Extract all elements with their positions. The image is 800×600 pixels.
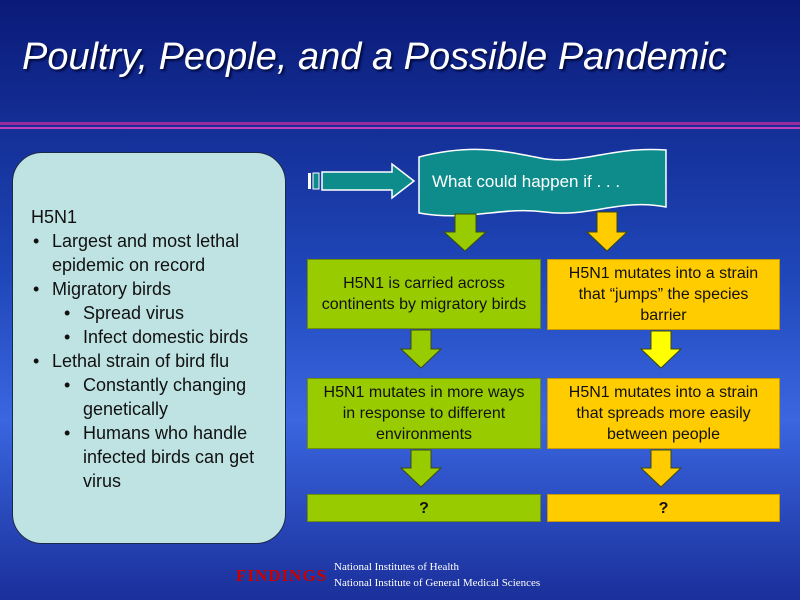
slide-title: Poultry, People, and a Possible Pandemic <box>22 36 727 78</box>
flow-box-yellow-1: H5N1 mutates into a strain that “jumps” … <box>547 259 780 330</box>
footer-line-1: National Institutes of Health <box>334 561 459 573</box>
h5n1-facts-panel: H5N1 Largest and most lethal epidemic on… <box>12 152 286 544</box>
down-arrow-icon <box>442 213 488 252</box>
banner-flag-shape <box>418 148 667 217</box>
down-arrow-icon <box>585 211 629 252</box>
down-arrow-icon <box>639 449 683 488</box>
panel-heading: H5N1 <box>31 207 78 227</box>
fact-item: Lethal strain of bird flu <box>31 349 285 373</box>
down-arrow-icon <box>399 449 443 488</box>
fact-subitem: Infect domestic birds <box>31 325 285 349</box>
title-divider <box>0 122 800 125</box>
findings-logo: FINDINGS <box>236 566 328 585</box>
down-arrow-icon <box>399 329 443 369</box>
fact-subitem: Humans who handle infected birds can get… <box>31 421 285 493</box>
flow-box-green-2: H5N1 mutates in more ways in response to… <box>307 378 541 449</box>
footer-line-2: National Institute of General Medical Sc… <box>334 577 541 589</box>
footer-credits: National Institutes of Health National I… <box>334 559 540 591</box>
down-arrow-icon <box>639 330 683 369</box>
fact-subitem: Constantly changing genetically <box>31 373 285 421</box>
fact-item: Largest and most lethal epidemic on reco… <box>31 229 285 277</box>
fact-subitem: Spread virus <box>31 301 285 325</box>
flow-box-green-1: H5N1 is carried across continents by mig… <box>307 259 541 329</box>
flow-box-yellow-3: ? <box>547 494 780 522</box>
flow-box-green-3: ? <box>307 494 541 522</box>
fact-item: Migratory birds <box>31 277 285 301</box>
striped-arrow-icon <box>308 162 416 200</box>
banner-text: What could happen if . . . <box>432 172 621 191</box>
title-divider-accent <box>0 127 800 129</box>
flow-box-yellow-2: H5N1 mutates into a strain that spreads … <box>547 378 780 449</box>
facts-list: Largest and most lethal epidemic on reco… <box>31 229 285 493</box>
